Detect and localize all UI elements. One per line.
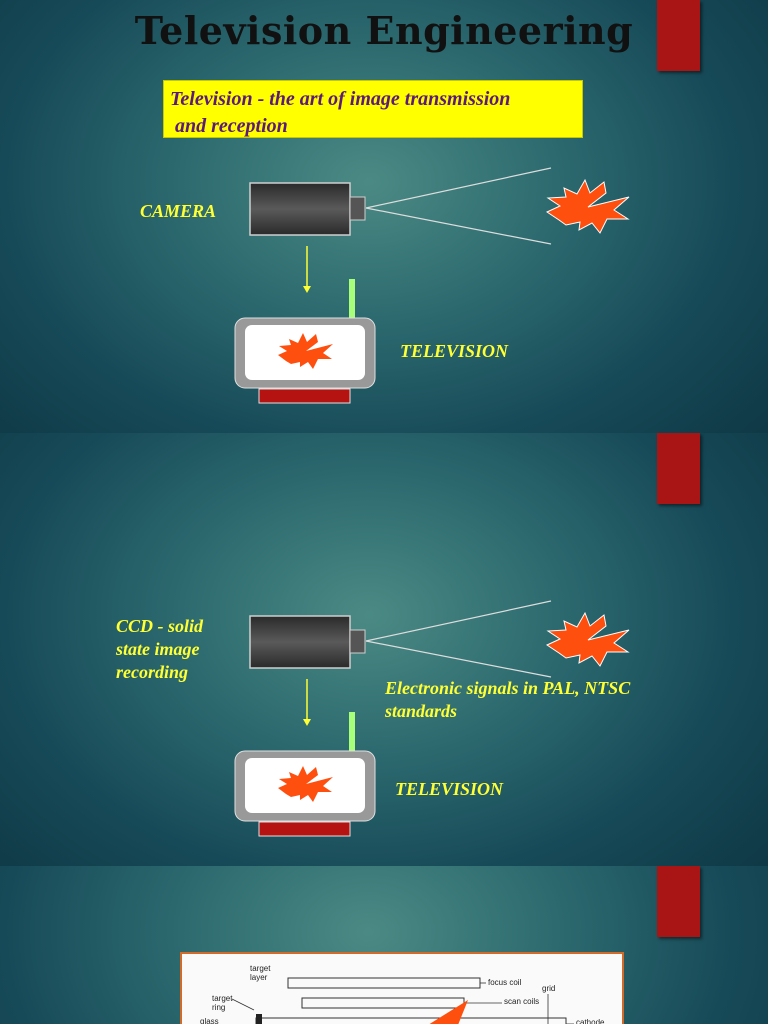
red-corner-tab (657, 433, 700, 504)
label-target-ring-1: target (212, 994, 233, 1003)
slide-1: Television Engineering Television - the … (0, 0, 768, 433)
ccd-label-line-2: state image (116, 639, 200, 659)
camera-icon (249, 182, 366, 236)
view-cone-lines (365, 600, 552, 678)
signals-label-line-1: Electronic signals in PAL, NTSC (385, 678, 631, 698)
camera-label: CAMERA (140, 201, 217, 221)
ccd-label-line-3: recording (116, 662, 188, 682)
down-arrow-icon (303, 679, 311, 726)
ccd-label: CCD - solid state image recording (116, 615, 203, 684)
down-arrow-icon (303, 246, 311, 293)
slide-2: CCD - solid state image recording Electr… (0, 433, 768, 866)
label-glass: glass (200, 1017, 219, 1024)
definition-line-1: Television - the art of image transmissi… (170, 88, 511, 110)
slide-3: target layer target ring glass focus coi… (0, 866, 768, 1024)
burst-object-icon (545, 178, 630, 234)
tv-transmission-diagram (234, 167, 630, 404)
television-icon (234, 750, 376, 837)
label-target-ring-2: ring (212, 1003, 226, 1012)
television-icon (234, 317, 376, 404)
antenna-icon (349, 279, 355, 319)
view-cone-lines (365, 167, 552, 245)
label-scan-coils: scan coils (504, 997, 540, 1006)
label-target-layer-1: target (250, 964, 271, 973)
page-title: Television Engineering (134, 8, 634, 53)
camera-tube-diagram: target layer target ring glass focus coi… (180, 952, 624, 1024)
red-corner-tab (657, 0, 700, 71)
signals-label-line-2: standards (385, 701, 458, 721)
ccd-label-line-1: CCD - solid (116, 616, 204, 636)
television-label: TELEVISION (395, 779, 504, 799)
camera-tube-drawing (231, 977, 574, 1024)
television-label: TELEVISION (400, 341, 509, 361)
burst-object-icon (545, 611, 630, 667)
label-focus-coil: focus coil (488, 978, 522, 987)
label-grid: grid (542, 984, 556, 993)
camera-icon (249, 615, 366, 669)
definition-box: Television - the art of image transmissi… (163, 80, 583, 138)
definition-line-2: and reception (170, 115, 288, 137)
signals-label: Electronic signals in PAL, NTSC standard… (385, 677, 630, 723)
label-cathode: cathode (576, 1018, 605, 1024)
label-target-layer-2: layer (250, 973, 268, 982)
antenna-icon (349, 712, 355, 752)
red-corner-tab (657, 866, 700, 937)
ccd-transmission-diagram (234, 600, 630, 837)
